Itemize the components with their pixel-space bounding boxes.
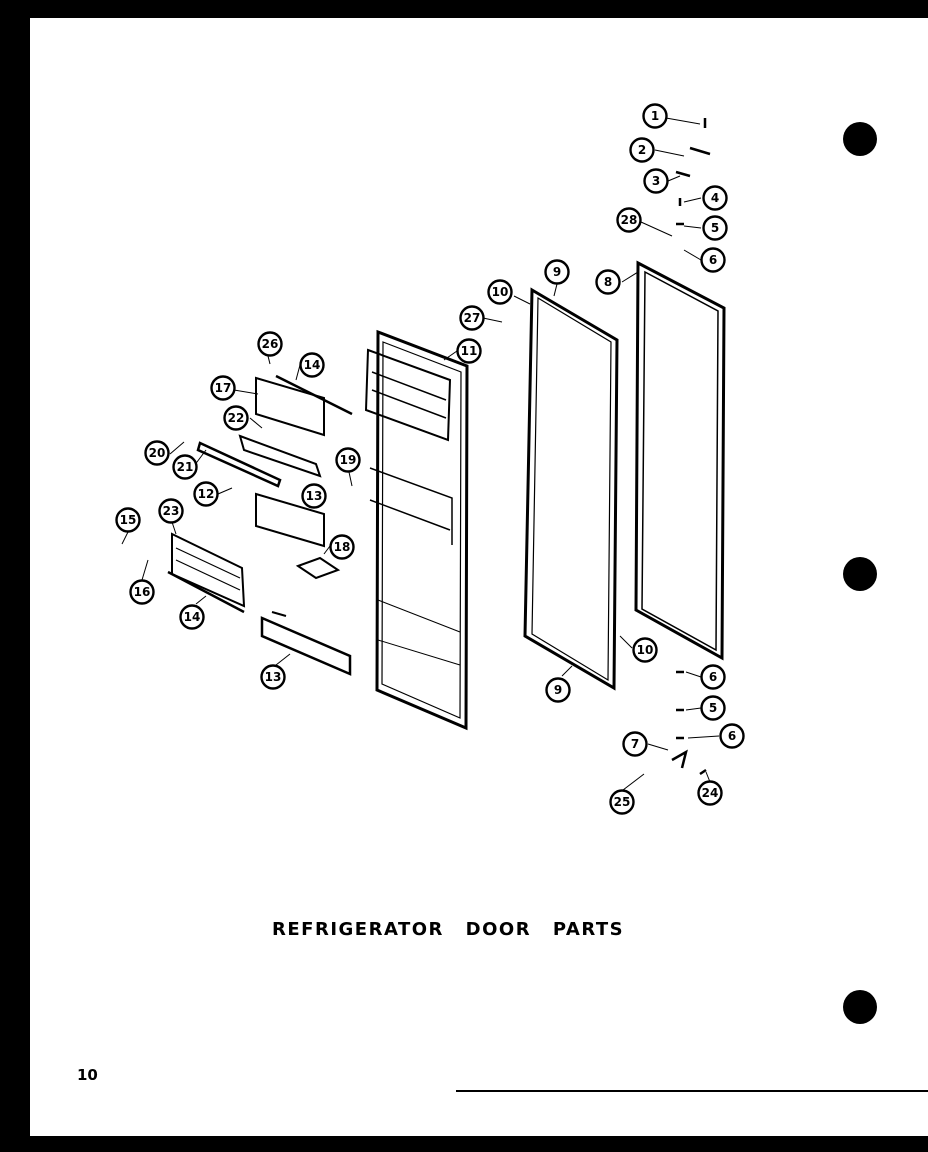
callout-5: 5 <box>702 215 728 241</box>
callout-label: 10 <box>637 643 654 657</box>
callout-6: 6 <box>700 247 726 273</box>
callout-28: 28 <box>616 207 642 233</box>
callout-label: 12 <box>198 487 215 501</box>
callout-label: 9 <box>553 265 561 279</box>
callout-label: 20 <box>149 446 166 460</box>
callout-14: 14 <box>299 352 325 378</box>
callout-21: 21 <box>172 454 198 480</box>
callout-10: 10 <box>632 637 658 663</box>
callout-label: 21 <box>177 460 194 474</box>
lower-shelf-parts <box>167 532 246 614</box>
callout-1: 1 <box>642 103 668 129</box>
diagram-title: REFRIGERATOR DOOR PARTS <box>272 919 625 940</box>
callout-label: 24 <box>702 786 719 800</box>
callout-label: 18 <box>334 540 351 554</box>
callout-label: 6 <box>728 729 736 743</box>
callout-label: 14 <box>304 358 321 372</box>
callout-label: 16 <box>134 585 151 599</box>
callout-6: 6 <box>700 664 726 690</box>
callout-label: 17 <box>215 381 232 395</box>
callout-13: 13 <box>260 664 286 690</box>
callout-label: 25 <box>614 795 631 809</box>
callout-24: 24 <box>697 780 723 806</box>
callout-12: 12 <box>193 481 219 507</box>
callout-8: 8 <box>595 269 621 295</box>
callout-9: 9 <box>545 677 571 703</box>
callout-label: 7 <box>631 737 639 751</box>
callout-26: 26 <box>257 331 283 357</box>
callout-23: 23 <box>158 498 184 524</box>
callout-27: 27 <box>459 305 485 331</box>
punch-hole-top <box>843 122 877 156</box>
callout-label: 1 <box>651 109 659 123</box>
callout-label: 6 <box>709 670 717 684</box>
callout-label: 23 <box>163 504 180 518</box>
callout-label: 26 <box>262 337 279 351</box>
punch-hole-bottom <box>843 990 877 1024</box>
callout-label: 2 <box>638 143 646 157</box>
callout-11: 11 <box>456 338 482 364</box>
footer-rule <box>456 1090 928 1092</box>
callout-3: 3 <box>643 168 669 194</box>
outer-door-panel-part <box>634 260 726 661</box>
callout-18: 18 <box>329 534 355 560</box>
callout-label: 5 <box>711 221 719 235</box>
callout-20: 20 <box>144 440 170 466</box>
callout-16: 16 <box>129 579 155 605</box>
callout-label: 10 <box>492 285 509 299</box>
callout-label: 22 <box>228 411 245 425</box>
callout-7: 7 <box>622 731 648 757</box>
callout-label: 9 <box>554 683 562 697</box>
callout-label: 15 <box>120 513 137 527</box>
callout-22: 22 <box>223 405 249 431</box>
page-number: 10 <box>77 1066 98 1084</box>
callout-label: 4 <box>711 191 719 205</box>
callout-label: 6 <box>709 253 717 267</box>
callout-label: 19 <box>340 453 357 467</box>
callout-label: 5 <box>709 701 717 715</box>
callout-10: 10 <box>487 279 513 305</box>
callout-9: 9 <box>544 259 570 285</box>
callout-5: 5 <box>700 695 726 721</box>
callout-14: 14 <box>179 604 205 630</box>
door-liner-part <box>364 329 469 731</box>
callout-17: 17 <box>210 375 236 401</box>
callout-label: 14 <box>184 610 201 624</box>
callout-label: 8 <box>604 275 612 289</box>
middle-shelf-parts <box>255 492 341 580</box>
callout-6: 6 <box>719 723 745 749</box>
callout-label: 28 <box>621 213 638 227</box>
callout-19: 19 <box>335 447 361 473</box>
callout-4: 4 <box>702 185 728 211</box>
punch-hole-middle <box>843 557 877 591</box>
callout-label: 27 <box>464 311 481 325</box>
callout-label: 11 <box>461 344 478 358</box>
callout-label: 13 <box>265 670 282 684</box>
callout-label: 3 <box>652 174 660 188</box>
callout-25: 25 <box>609 789 635 815</box>
bottom-bin-part <box>260 611 352 676</box>
callout-label: 13 <box>306 489 323 503</box>
callout-15: 15 <box>115 507 141 533</box>
door-gasket-part <box>523 287 619 691</box>
callout-13: 13 <box>301 483 327 509</box>
upper-shelf-parts <box>196 374 353 488</box>
callout-2: 2 <box>629 137 655 163</box>
